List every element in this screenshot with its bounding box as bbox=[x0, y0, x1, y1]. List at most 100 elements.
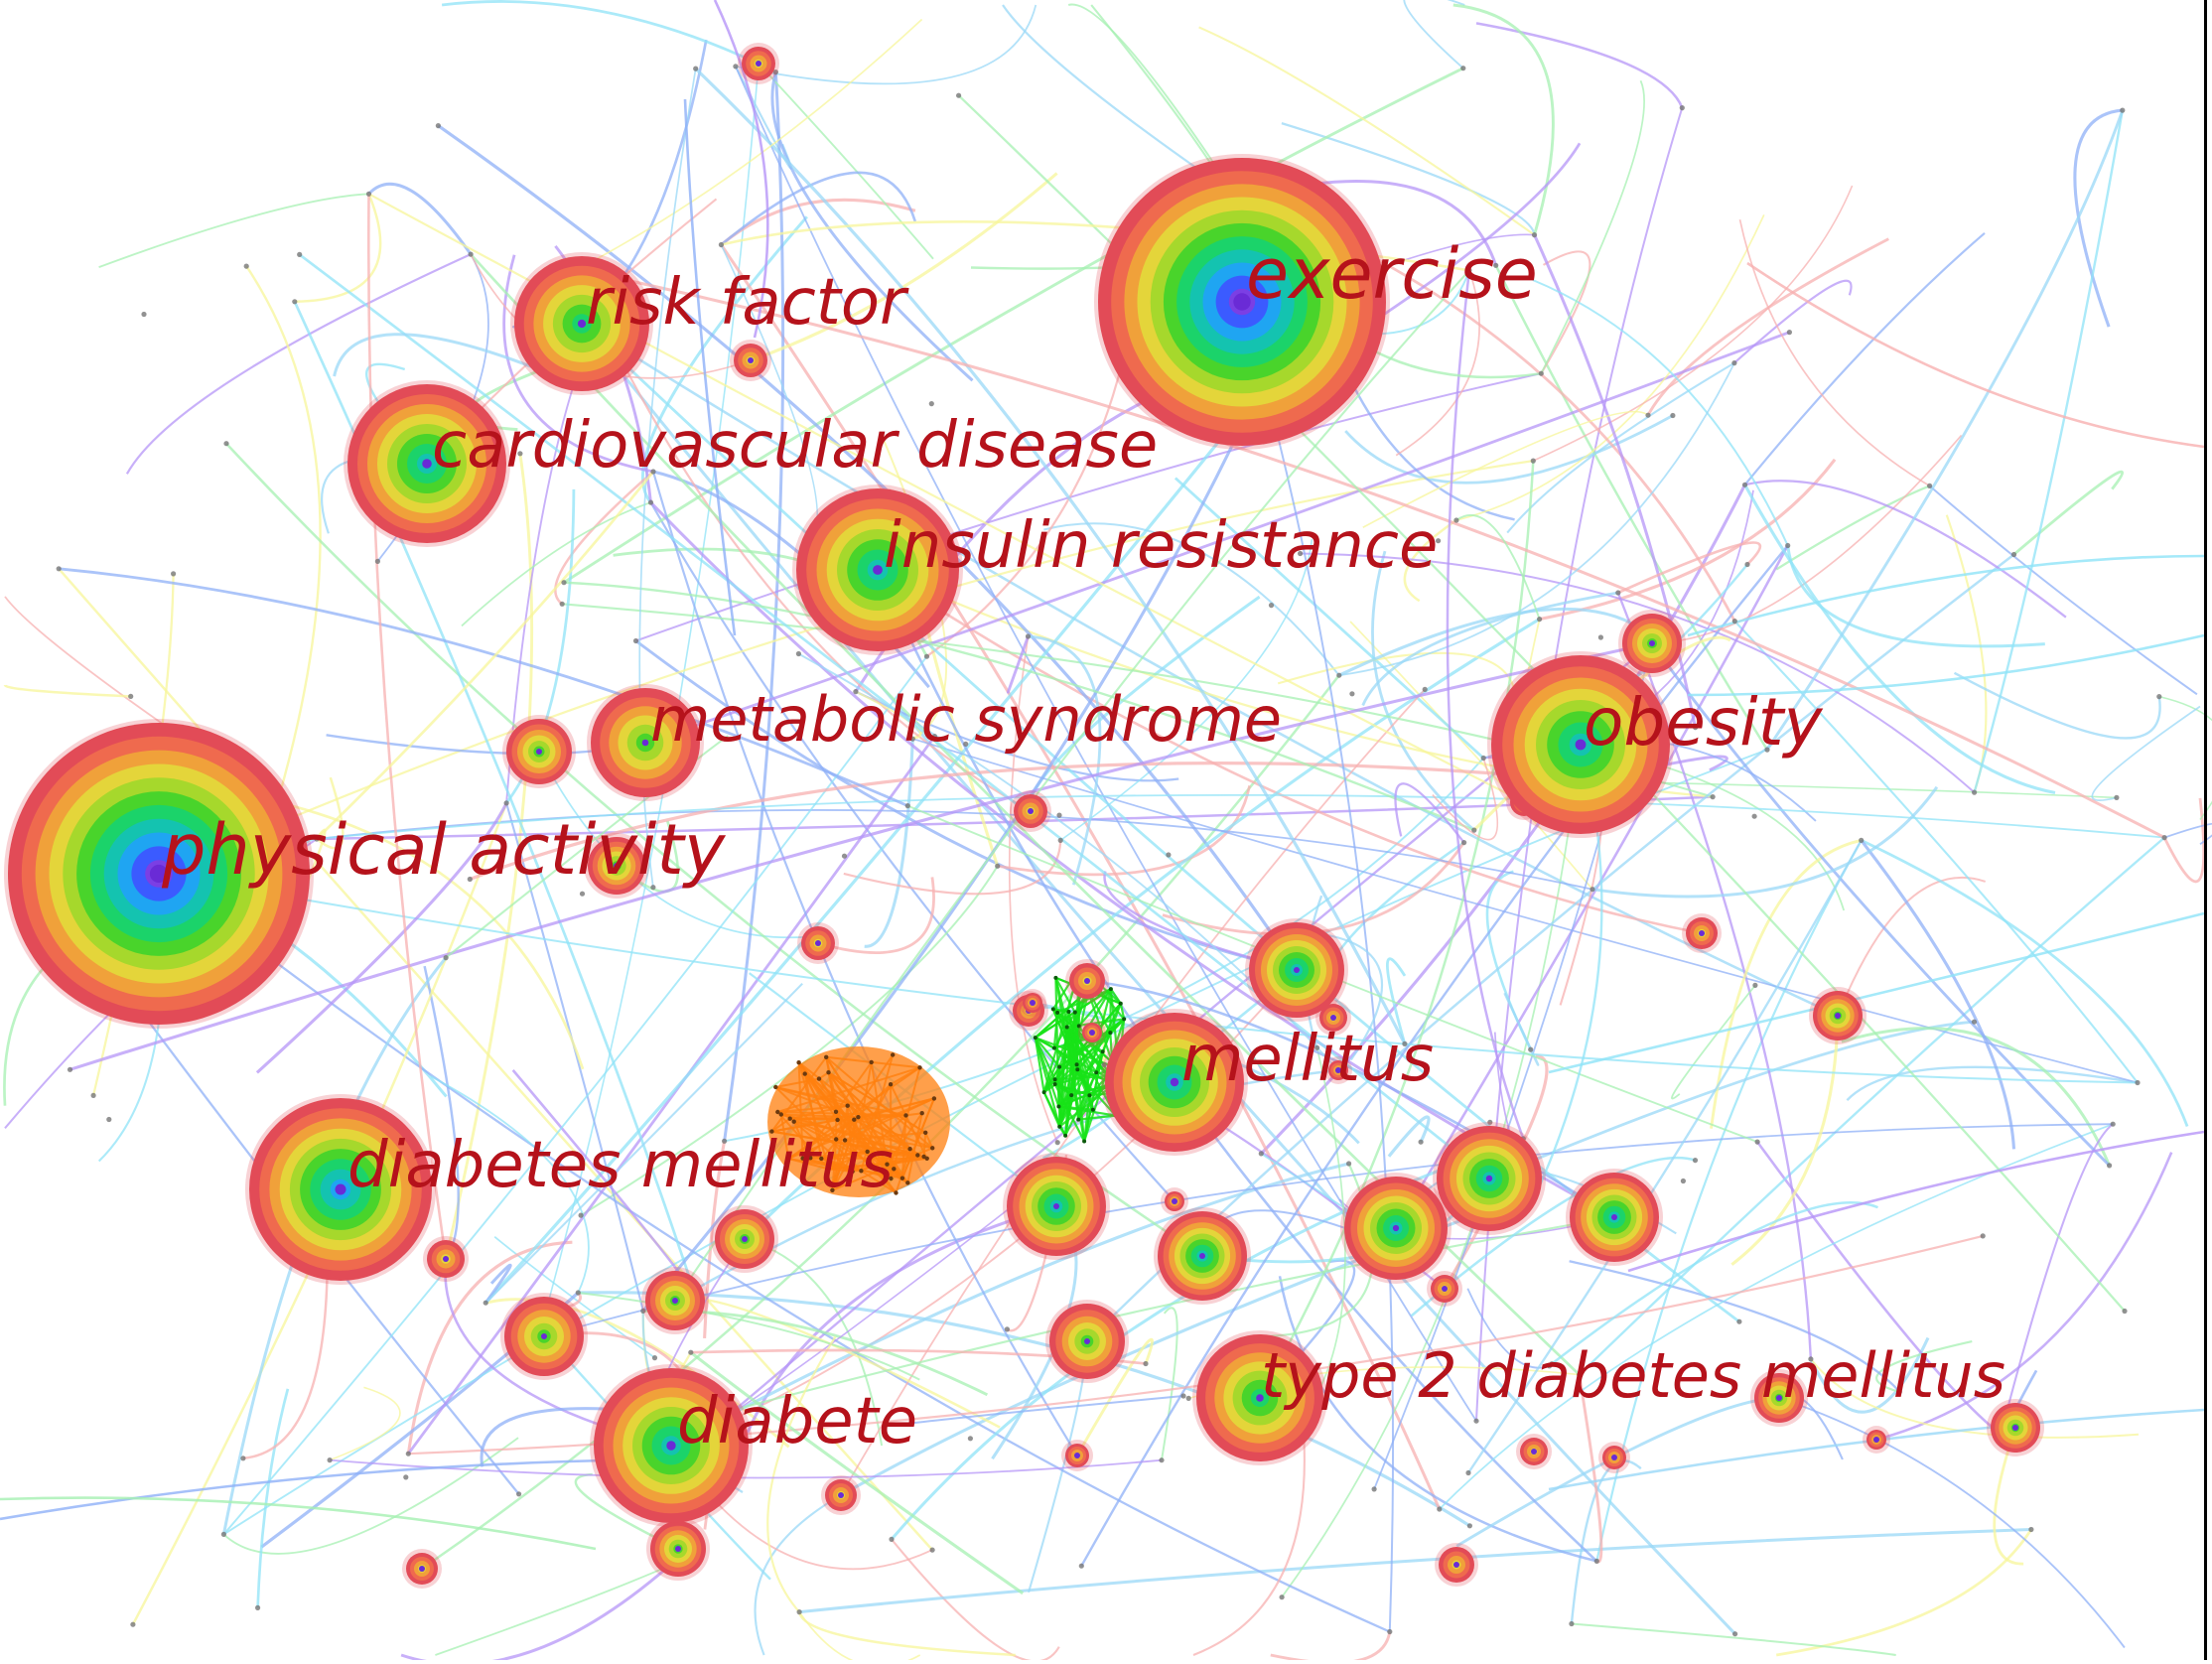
minor-keyword-node-core bbox=[1084, 978, 1090, 984]
minor-keyword-node bbox=[821, 1475, 861, 1515]
orange-cluster-node bbox=[915, 1153, 919, 1157]
tiny-node bbox=[1159, 1457, 1164, 1462]
tiny-node bbox=[905, 803, 910, 808]
minor-keyword-node-core bbox=[1330, 1015, 1336, 1021]
keyword-node-metabolic-syndrome-core bbox=[642, 740, 649, 747]
tiny-node bbox=[403, 1474, 408, 1479]
tiny-node bbox=[1349, 691, 1354, 696]
orange-cluster-node bbox=[796, 1060, 800, 1064]
tiny-node bbox=[968, 1436, 973, 1441]
tiny-node bbox=[580, 892, 585, 897]
tiny-node bbox=[1927, 484, 1932, 488]
green-cluster-node bbox=[1119, 1002, 1123, 1006]
minor-keyword-node bbox=[1154, 1207, 1251, 1305]
minor-keyword-node-core bbox=[1053, 1203, 1059, 1209]
tiny-node bbox=[1336, 673, 1341, 678]
link-edge bbox=[258, 1389, 288, 1608]
green-cluster-node bbox=[1122, 1017, 1126, 1021]
link-edge bbox=[462, 502, 651, 625]
link-edge bbox=[1541, 80, 1644, 373]
minor-keyword-node-core bbox=[1442, 1286, 1448, 1292]
link-edge bbox=[1618, 543, 1760, 593]
green-cluster-node bbox=[1087, 1093, 1091, 1097]
minor-keyword-node-core bbox=[1486, 1176, 1492, 1181]
tiny-node bbox=[91, 1093, 96, 1098]
minor-keyword-node bbox=[1061, 1440, 1093, 1471]
tiny-node bbox=[1742, 483, 1747, 487]
minor-keyword-node-core bbox=[1611, 1455, 1617, 1460]
green-cluster-node bbox=[1067, 1010, 1071, 1014]
green-cluster-node bbox=[1042, 1090, 1046, 1094]
tiny-node bbox=[436, 123, 441, 128]
tiny-node bbox=[1269, 603, 1274, 608]
minor-keyword-node bbox=[1516, 1434, 1552, 1469]
keyword-node-risk-factor-core bbox=[578, 320, 586, 328]
tiny-node bbox=[652, 1355, 657, 1360]
tiny-node bbox=[1537, 617, 1542, 622]
tiny-node bbox=[128, 694, 133, 699]
keyword-label-type-2-diabetes-mellitus: type 2 diabetes mellitus bbox=[1261, 1339, 2005, 1412]
tiny-node bbox=[1280, 1595, 1285, 1599]
tiny-node bbox=[995, 864, 1000, 869]
tiny-node bbox=[57, 566, 62, 571]
green-cluster-node bbox=[1073, 1011, 1077, 1015]
tiny-node bbox=[328, 1457, 333, 1462]
orange-cluster-node bbox=[923, 1131, 927, 1135]
tiny-node bbox=[956, 93, 961, 98]
link-edge bbox=[1745, 233, 1986, 485]
orange-cluster-node bbox=[889, 1082, 893, 1086]
link-edge bbox=[578, 1293, 919, 1380]
green-cluster-node bbox=[1052, 1046, 1056, 1050]
orange-cluster-node bbox=[824, 1055, 828, 1059]
tiny-node bbox=[375, 559, 380, 564]
link-edge bbox=[1533, 186, 1852, 461]
orange-cluster-node bbox=[932, 1096, 936, 1100]
link-edge bbox=[1489, 1022, 1975, 1179]
link-edge bbox=[1278, 653, 1514, 691]
tiny-node bbox=[130, 1622, 135, 1627]
keyword-label-diabetes-mellitus: diabetes mellitus bbox=[347, 1129, 894, 1202]
orange-cluster-node bbox=[846, 1104, 850, 1108]
minor-keyword-node-core bbox=[1294, 967, 1300, 973]
green-cluster-node bbox=[1075, 1067, 1079, 1071]
tiny-node bbox=[1645, 413, 1650, 418]
link-edge bbox=[1572, 1460, 1641, 1623]
minor-keyword-node-core bbox=[443, 1256, 449, 1262]
link-edge bbox=[317, 472, 653, 839]
tiny-node bbox=[1387, 1629, 1392, 1634]
green-cluster-node bbox=[1091, 1108, 1095, 1112]
tiny-node bbox=[292, 299, 297, 304]
tiny-node bbox=[930, 1548, 935, 1553]
tiny-node bbox=[1590, 887, 1594, 892]
minor-keyword-node-core bbox=[1611, 1214, 1617, 1220]
minor-keyword-node bbox=[1566, 1169, 1663, 1266]
minor-keyword-node bbox=[1863, 1426, 1890, 1454]
tiny-node bbox=[2122, 1309, 2127, 1314]
tiny-node bbox=[2156, 694, 2161, 699]
minor-keyword-node-core bbox=[672, 1298, 678, 1304]
tiny-node bbox=[444, 955, 449, 960]
minor-keyword-node-core bbox=[541, 1333, 547, 1339]
minor-keyword-node-core bbox=[1453, 1562, 1459, 1568]
tiny-node bbox=[1785, 543, 1790, 548]
tiny-node bbox=[2111, 1122, 2116, 1127]
minor-keyword-node bbox=[1045, 1300, 1129, 1383]
orange-cluster-node bbox=[891, 1052, 895, 1056]
tiny-node bbox=[1453, 517, 1458, 522]
link-edge bbox=[246, 266, 320, 802]
tiny-node bbox=[1736, 1319, 1741, 1324]
minor-keyword-node-core bbox=[1028, 808, 1034, 814]
frame-right-border bbox=[2204, 0, 2207, 1660]
tiny-node bbox=[733, 64, 738, 69]
minor-keyword-node-core bbox=[1172, 1198, 1177, 1204]
tiny-node bbox=[1481, 756, 1486, 761]
tiny-node bbox=[1346, 1161, 1351, 1166]
link-edge bbox=[1389, 1117, 1429, 1157]
tiny-node bbox=[2120, 108, 2125, 113]
tiny-node bbox=[1732, 619, 1737, 624]
minor-keyword-node-core bbox=[815, 940, 821, 946]
link-edge bbox=[401, 1566, 669, 1660]
tiny-node bbox=[648, 500, 653, 505]
green-cluster-node bbox=[1101, 1049, 1105, 1053]
